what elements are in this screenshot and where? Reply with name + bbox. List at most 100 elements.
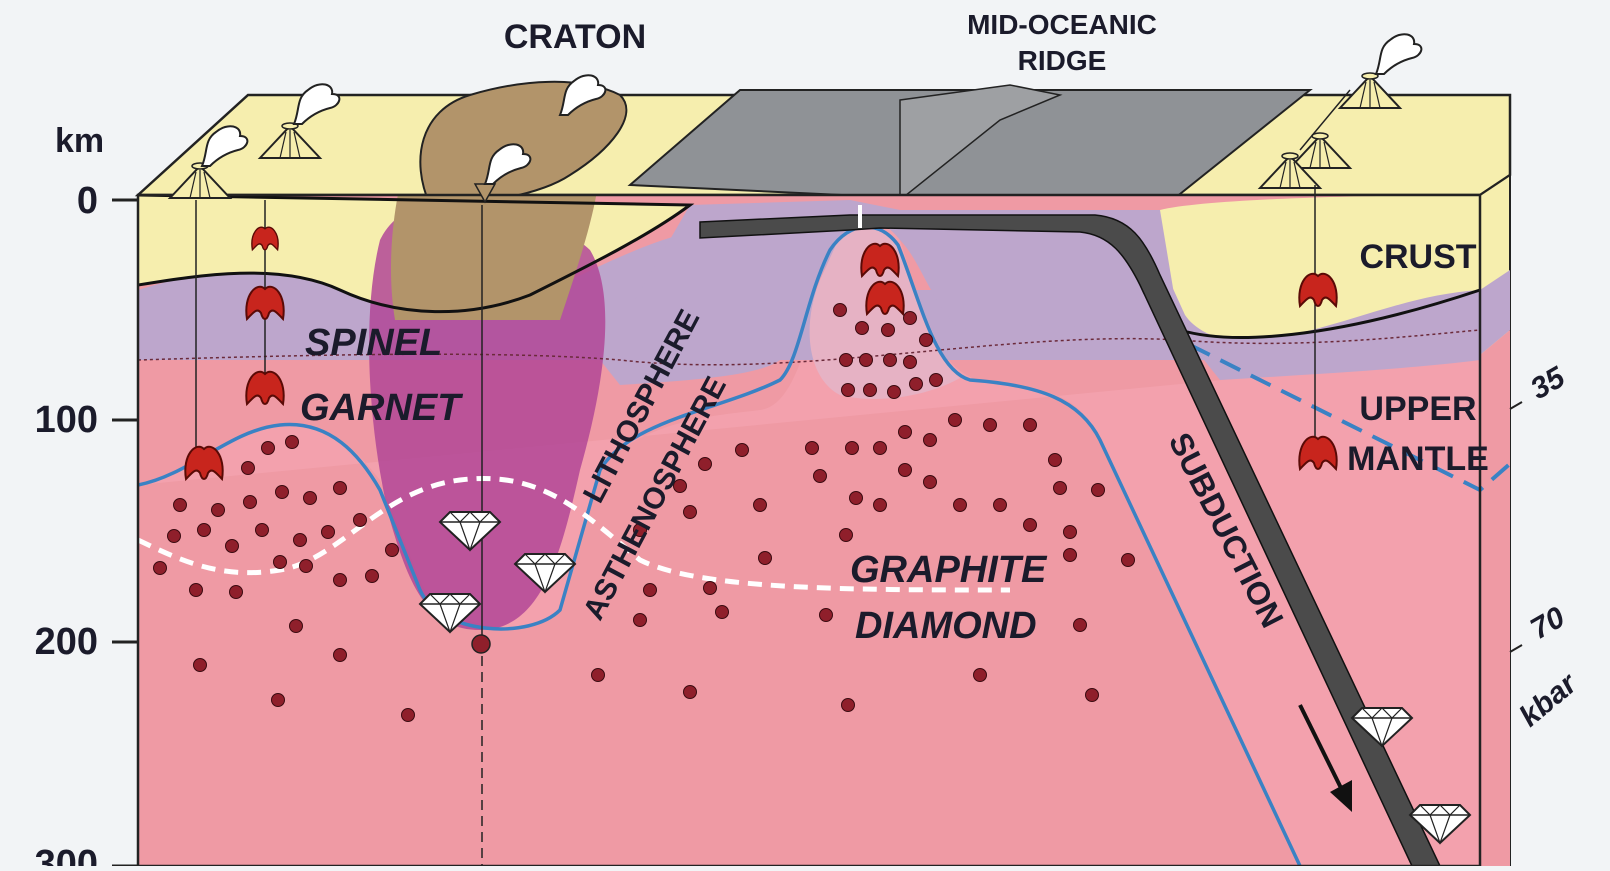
melt-dot [190, 584, 203, 597]
diamond-label: DIAMOND [855, 605, 1037, 647]
melt-dot [994, 499, 1007, 512]
craton-label: CRATON [504, 18, 646, 56]
depth-tick-100: 100 [35, 399, 98, 441]
melt-dot [920, 334, 933, 347]
melt-dot [924, 434, 937, 447]
melt-dot [1064, 549, 1077, 562]
graphite-label: GRAPHITE [850, 549, 1048, 591]
melt-dot [699, 458, 712, 471]
melt-dot [1049, 454, 1062, 467]
melt-dot [949, 414, 962, 427]
melt-dot [242, 462, 255, 475]
upper-mantle-label-line1: UPPER [1359, 390, 1476, 428]
melt-dot [884, 354, 897, 367]
magma-blob [1299, 437, 1336, 469]
melt-dot [1086, 689, 1099, 702]
melt-dot [840, 529, 853, 542]
melt-dot [846, 442, 859, 455]
melt-dot [386, 544, 399, 557]
melt-dot [754, 499, 767, 512]
melt-dot [856, 322, 869, 335]
melt-dot [888, 386, 901, 399]
melt-dot [899, 426, 912, 439]
pressure-tick-70: 70 [1525, 601, 1571, 646]
melt-dot [904, 312, 917, 325]
melt-dot [874, 499, 887, 512]
garnet-label: GARNET [300, 387, 463, 429]
melt-dot [1074, 619, 1087, 632]
melt-dot [322, 526, 335, 539]
depth-tick-300: 300 [35, 843, 98, 866]
melt-dot [904, 356, 917, 369]
melt-dot [1064, 526, 1077, 539]
melt-dot [194, 659, 207, 672]
melt-dot [874, 442, 887, 455]
melt-dot [860, 354, 873, 367]
melt-dot [840, 354, 853, 367]
melt-dot [864, 384, 877, 397]
depth-tick-0: 0 [77, 180, 98, 222]
melt-dot [910, 378, 923, 391]
melt-dot [882, 324, 895, 337]
spinel-label: SPINEL [305, 322, 442, 364]
melt-dot [834, 304, 847, 317]
melt-dot [272, 694, 285, 707]
melt-dot [954, 499, 967, 512]
melt-dot [984, 419, 997, 432]
melt-dot [300, 560, 313, 573]
melt-dot [230, 586, 243, 599]
melt-dot [806, 442, 819, 455]
melt-dot [716, 606, 729, 619]
melt-dot [1024, 519, 1037, 532]
melt-dot [334, 649, 347, 662]
melt-dot [592, 669, 605, 682]
melt-dot [974, 669, 987, 682]
melt-dot [684, 506, 697, 519]
pressure-tick-35: 35 [1525, 360, 1572, 406]
melt-dot [174, 499, 187, 512]
melt-dot [704, 582, 717, 595]
melt-dot [634, 614, 647, 627]
melt-dot [168, 530, 181, 543]
melt-dot [198, 524, 211, 537]
magma-blob [185, 447, 222, 479]
melt-dot [334, 482, 347, 495]
magma-blob [866, 282, 903, 314]
front-cross-section [138, 143, 1560, 866]
magma-blob [861, 244, 898, 276]
melt-dot [1122, 554, 1135, 567]
melt-dot [226, 540, 239, 553]
ridge-label-line1: MID-OCEANIC [967, 9, 1157, 40]
melt-dot [684, 686, 697, 699]
melt-dot [1024, 419, 1037, 432]
melt-dot [366, 570, 379, 583]
melt-dot [286, 436, 299, 449]
depth-unit: km [55, 122, 104, 160]
melt-dot [924, 476, 937, 489]
melt-dot [736, 444, 749, 457]
melt-dot [212, 504, 225, 517]
melt-dot [644, 584, 657, 597]
pressure-unit: kbar [1513, 666, 1585, 734]
melt-dot [820, 609, 833, 622]
melt-dot [1054, 482, 1067, 495]
magma-blob [246, 372, 283, 404]
melt-dot [154, 562, 167, 575]
kimberlite-source [472, 635, 490, 653]
melt-dot [930, 374, 943, 387]
melt-dot [814, 470, 827, 483]
melt-dot [334, 574, 347, 587]
melt-dot [354, 514, 367, 527]
ridge-label-line2: RIDGE [1018, 45, 1107, 76]
melt-dot [244, 496, 257, 509]
depth-tick-200: 200 [35, 621, 98, 663]
magma-blob [246, 287, 283, 319]
melt-dot [274, 556, 287, 569]
melt-dot [276, 486, 289, 499]
melt-dot [304, 492, 317, 505]
crust-label: CRUST [1359, 238, 1476, 276]
right-side-face [1480, 175, 1510, 866]
melt-dot [899, 464, 912, 477]
